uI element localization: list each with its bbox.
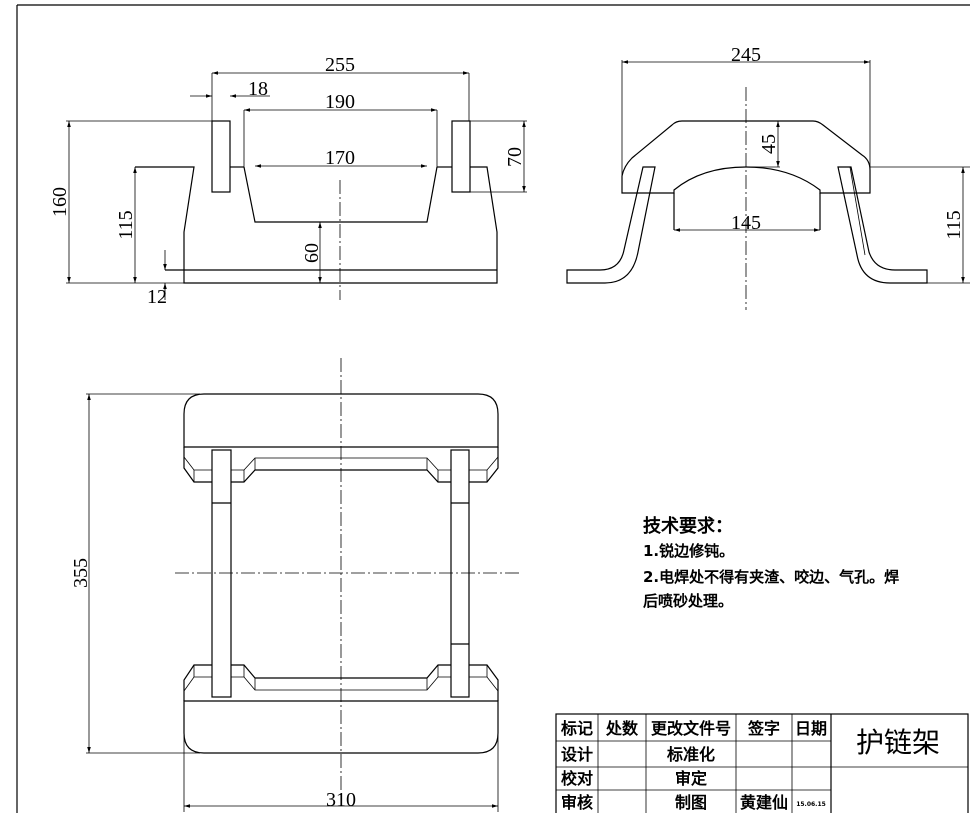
right-leg [837, 166, 928, 284]
left-block [211, 120, 231, 193]
dim-355: 355 [70, 558, 92, 588]
note-1: 1.锐边修钝。 [643, 542, 734, 560]
sheet-border [16, 4, 970, 813]
left-rail [211, 449, 232, 698]
header-date: 日期 [795, 719, 827, 738]
header-signature: 签字 [747, 719, 780, 738]
header-count: 处数 [605, 719, 639, 738]
right-block [451, 120, 471, 193]
technical-requirements: 技术要求： 1.锐边修钝。 2.电焊处不得有夹渣、咬边、气孔。焊 后喷砂处理。 [643, 515, 899, 610]
top-view: 355 310 [70, 358, 522, 812]
dim-12: 12 [147, 286, 167, 308]
dim-170: 170 [325, 147, 355, 169]
note-2: 2.电焊处不得有夹渣、咬边、气孔。焊 [643, 568, 899, 586]
part-name: 护链架 [856, 726, 940, 759]
row-drawn: 制图 [675, 793, 707, 812]
row-approve: 审定 [675, 769, 707, 788]
top-plate [621, 120, 871, 194]
dim-190: 190 [325, 91, 355, 113]
dim-160: 160 [49, 187, 71, 217]
right-rail [450, 449, 470, 698]
title-block: 标记 处数 更改文件号 签字 日期 设计 标准化 校对 审定 审核 制图 黄建仙… [555, 713, 969, 813]
header-doc-no: 更改文件号 [651, 719, 731, 738]
row-design: 设计 [561, 745, 593, 764]
row-review: 审核 [561, 793, 593, 812]
row-check: 校对 [561, 769, 593, 788]
dim-310: 310 [326, 789, 356, 811]
left-leg [566, 166, 656, 284]
dim-115-front: 115 [115, 210, 137, 239]
header-mark: 标记 [560, 719, 593, 738]
dim-60: 60 [301, 243, 323, 263]
dim-255: 255 [325, 54, 355, 76]
dim-18: 18 [248, 78, 268, 100]
dim-70: 70 [504, 147, 526, 167]
drafter-name: 黄建仙 [740, 793, 788, 812]
note-2-cont: 后喷砂处理。 [643, 592, 733, 610]
front-view: 255 18 190 170 160 115 60 70 12 [49, 54, 527, 308]
dim-145: 145 [731, 212, 761, 234]
dim-245: 245 [731, 44, 761, 66]
dim-115-side: 115 [943, 210, 965, 239]
notes-title: 技术要求： [643, 515, 733, 537]
side-view: 245 45 145 115 [566, 44, 970, 310]
drawn-date: 15.06.15 [796, 801, 826, 808]
row-standardization: 标准化 [666, 745, 715, 764]
top-plate-outline [183, 393, 499, 448]
channel [243, 166, 438, 223]
dim-45: 45 [758, 134, 780, 154]
